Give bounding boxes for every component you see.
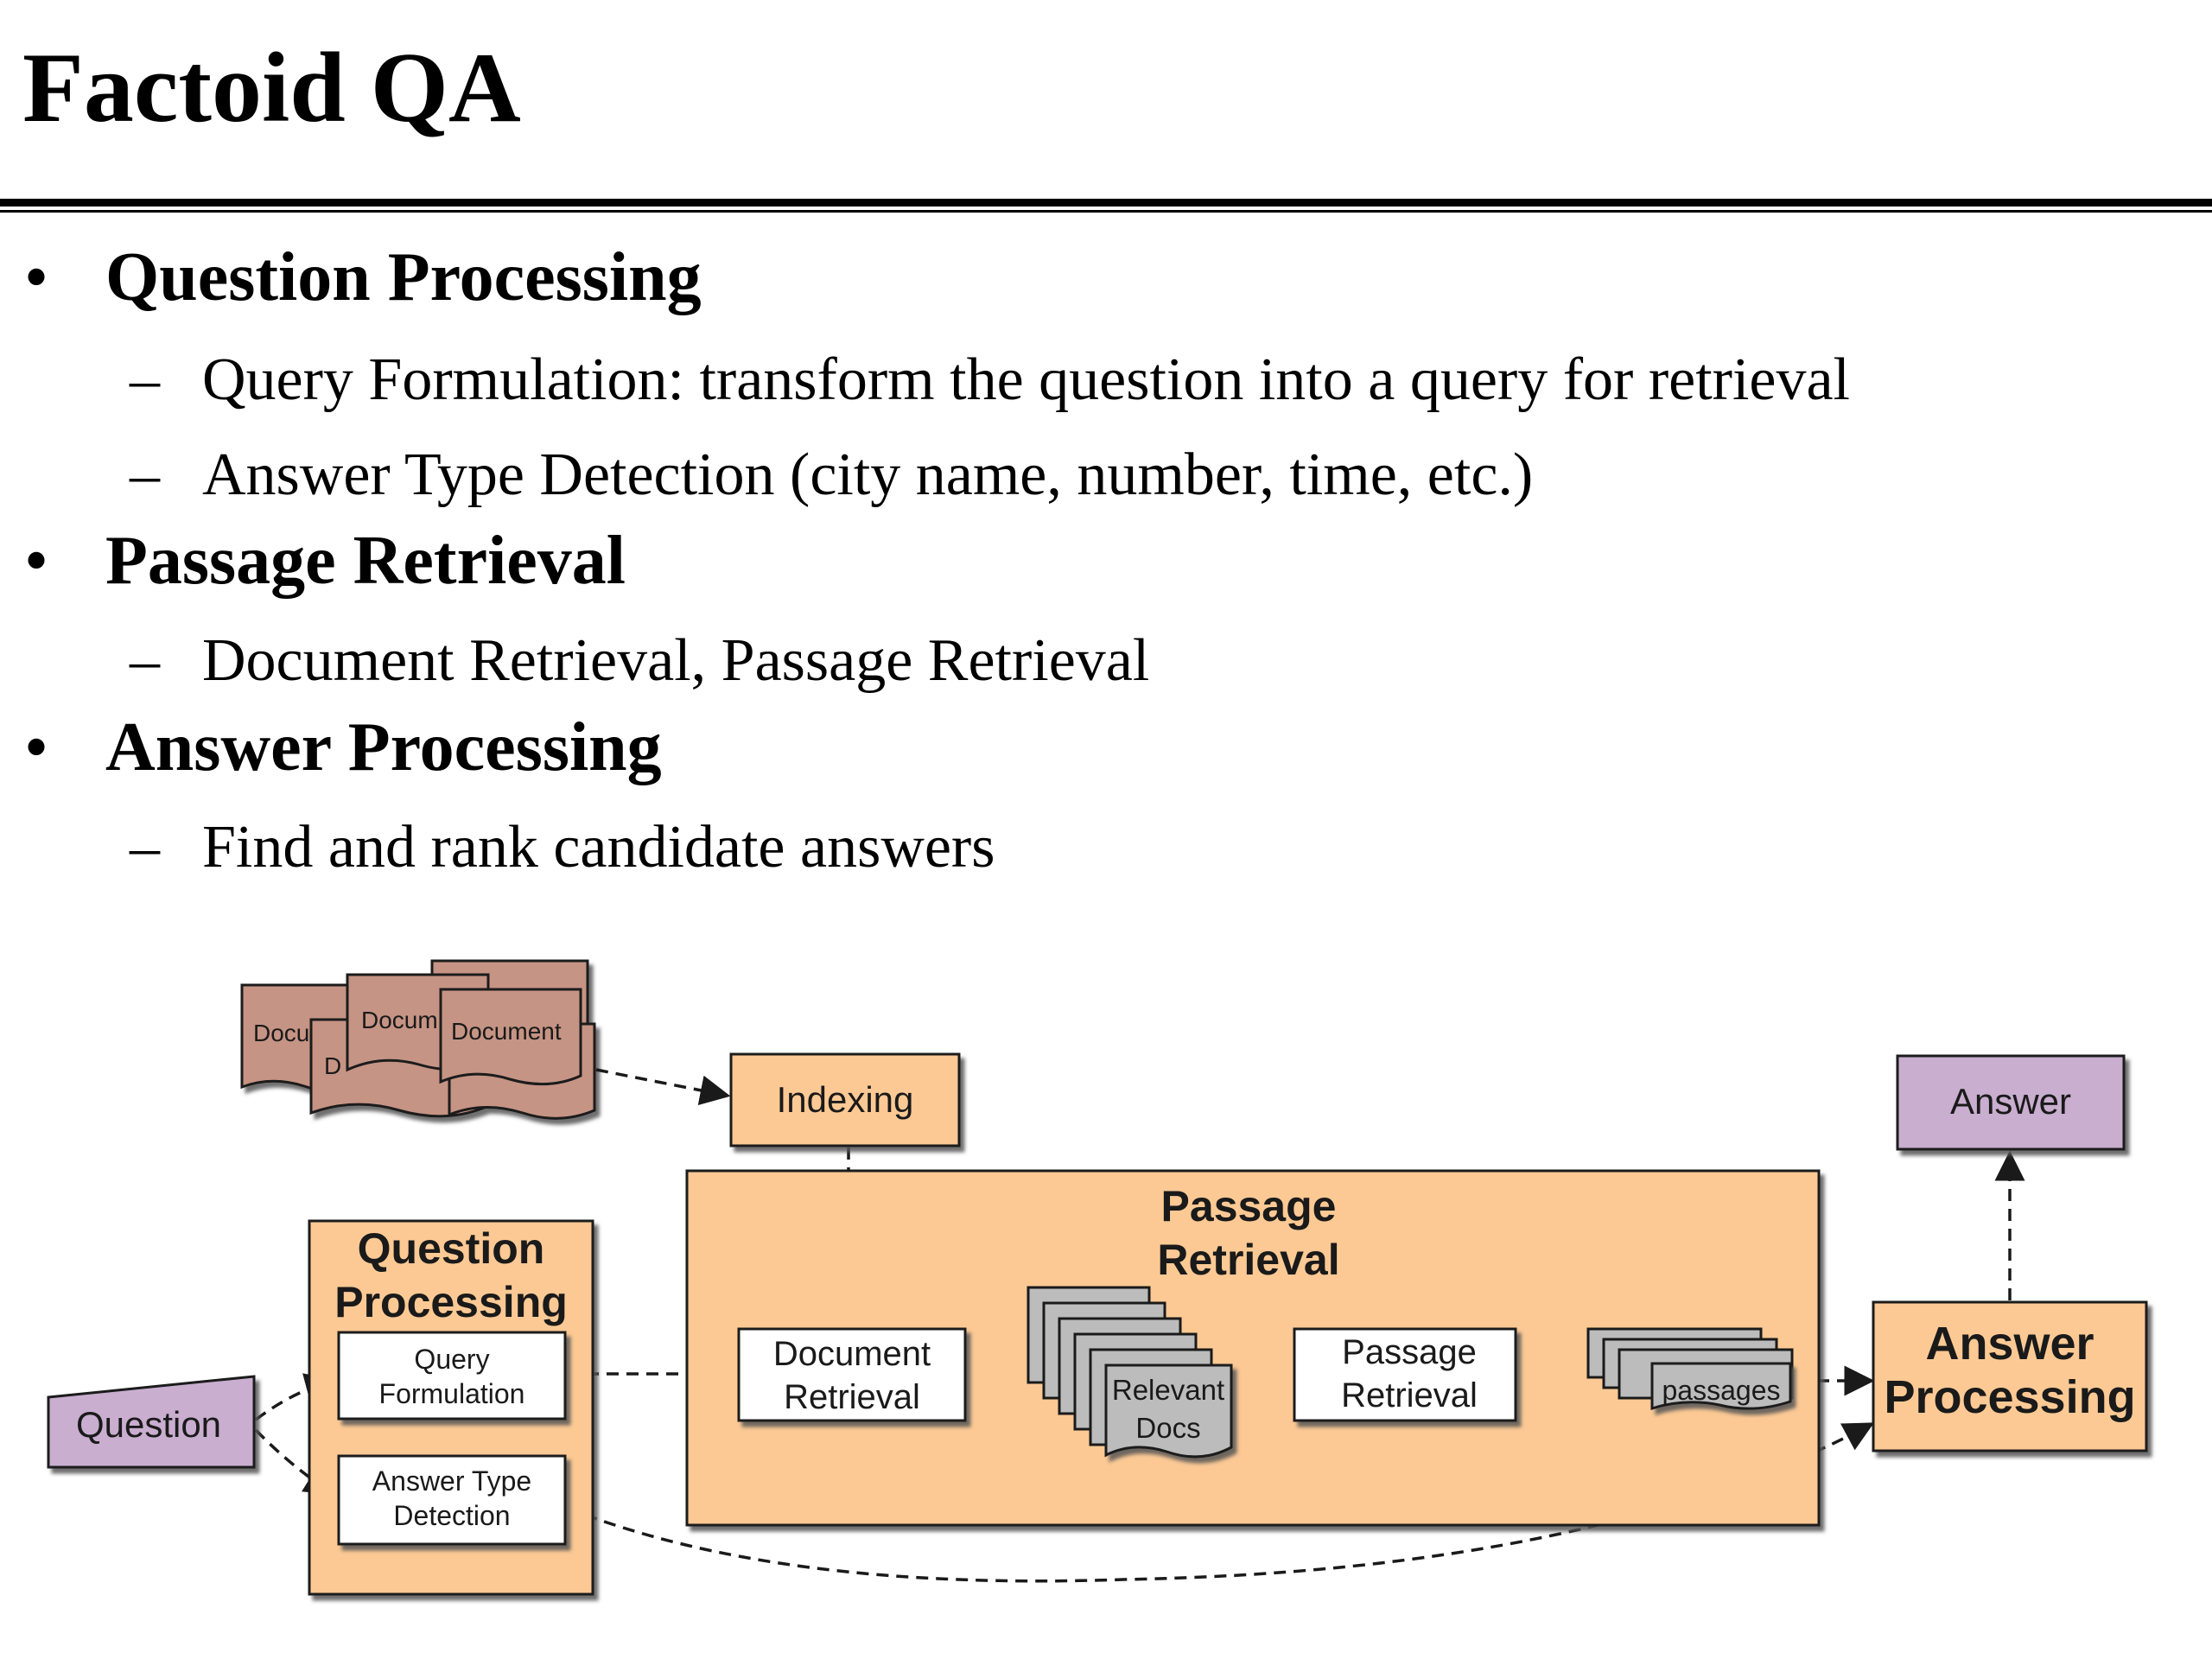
doc-label: Docum (361, 1007, 438, 1033)
dash-marker: – (130, 814, 160, 880)
answer-processing-line2: Processing (1884, 1371, 2135, 1423)
answer-label: Answer (1950, 1081, 2071, 1122)
dash-marker: – (130, 442, 160, 508)
bullet-answer-processing: Answer Processing (105, 709, 662, 785)
answer-type-detection-node: Answer Type Detection (337, 1454, 567, 1546)
relevant-docs-stack: Relevant Docs (1027, 1286, 1233, 1459)
arrow-question-to-queryform (254, 1373, 336, 1421)
slide-title: Factoid QA (22, 33, 521, 143)
passages-label: passages (1662, 1375, 1781, 1406)
passage-retrieval-group-title-line1: Passage (1161, 1182, 1337, 1230)
bullet-marker: • (24, 239, 49, 315)
document-retrieval-line2: Retrieval (784, 1378, 920, 1416)
answer-type-detection-line2: Detection (393, 1500, 510, 1531)
sub-find-rank-answers: Find and rank candidate answers (202, 814, 995, 880)
doc-label: Document (451, 1018, 562, 1045)
passage-retrieval-line1: Passage (1342, 1333, 1477, 1371)
answer-processing-node: Answer Processing (1872, 1300, 2148, 1452)
query-formulation-line2: Formulation (379, 1378, 525, 1409)
indexing-node: Indexing (729, 1052, 961, 1147)
question-processing-title-line2: Processing (334, 1278, 568, 1326)
query-formulation-node: Query Formulation (337, 1331, 567, 1421)
doc-label: D (324, 1052, 341, 1079)
sub-document-passage-retrieval: Document Retrieval, Passage Retrieval (202, 627, 1150, 694)
passage-retrieval-node: Passage Retrieval (1293, 1327, 1517, 1422)
document-retrieval-line1: Document (773, 1335, 931, 1373)
relevant-docs-line2: Docs (1135, 1412, 1200, 1444)
question-node: Question (47, 1375, 256, 1469)
query-formulation-line1: Query (414, 1344, 489, 1375)
arrow-docs-to-indexing (595, 1068, 731, 1106)
dash-marker: – (130, 627, 160, 694)
answer-type-detection-line1: Answer Type (372, 1465, 531, 1497)
sub-answer-type-detection: Answer Type Detection (city name, number… (202, 442, 1534, 508)
passage-retrieval-line2: Retrieval (1341, 1376, 1478, 1414)
indexing-label: Indexing (777, 1079, 914, 1120)
relevant-docs-line1: Relevant (1112, 1374, 1224, 1406)
bullet-marker: • (24, 709, 49, 785)
bullet-list: • Question Processing – Query Formulatio… (24, 239, 1850, 880)
dash-marker: – (130, 346, 160, 413)
passages-stack: passages (1586, 1327, 1794, 1411)
sub-query-formulation: Query Formulation: transform the questio… (202, 346, 1850, 413)
bullet-question-processing: Question Processing (105, 239, 702, 315)
document-pile: Docu D Docum Document (240, 959, 596, 1120)
title-rule-thin (0, 210, 2212, 213)
document-retrieval-node: Document Retrieval (737, 1327, 967, 1422)
passage-retrieval-group-title-line2: Retrieval (1157, 1236, 1339, 1284)
doc-label: Docu (253, 1020, 309, 1046)
answer-node: Answer (1896, 1054, 2126, 1151)
question-processing-title-line1: Question (358, 1224, 545, 1273)
bullet-passage-retrieval: Passage Retrieval (105, 523, 626, 599)
bullet-marker: • (24, 523, 49, 599)
answer-processing-line1: Answer (1925, 1318, 2094, 1370)
question-label: Question (76, 1404, 221, 1445)
title-rule-thick (0, 199, 2212, 207)
